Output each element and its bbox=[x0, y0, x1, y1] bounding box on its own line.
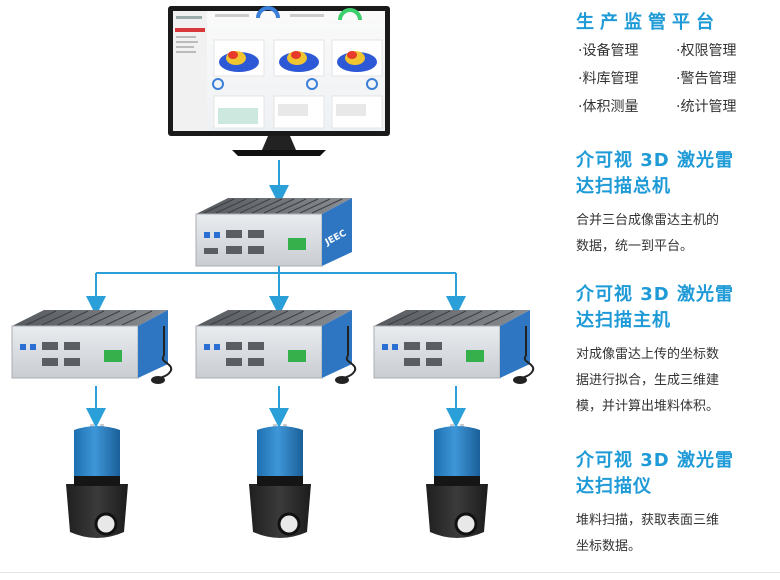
distribution-lines bbox=[86, 266, 466, 316]
scanner-host-1 bbox=[11, 310, 168, 379]
screen-sidebar-active bbox=[175, 28, 205, 32]
block-title-line: 介可视 3D 激光雷 bbox=[576, 450, 734, 471]
block-description: 对成像雷达上传的坐标数 据进行拟合，生成三维建 模，并计算出堆料体积。 bbox=[576, 347, 720, 414]
block-description: 堆料扫描，获取表面三维 坐标数据。 bbox=[576, 513, 720, 554]
block-title-line: 达扫描总机 bbox=[576, 176, 671, 197]
screen-card-3 bbox=[331, 39, 383, 90]
feature-inventory-management: ·料库管理 bbox=[578, 71, 639, 87]
block-scanner: 介可视 3D 激光雷 达扫描仪 堆料扫描，获取表面三维 坐标数据。 bbox=[576, 448, 776, 560]
screen-card-2 bbox=[273, 39, 325, 90]
block-master-host: 介可视 3D 激光雷 达扫描总机 合并三台成像雷达主机的 数据，统一到平台。 bbox=[576, 148, 776, 260]
feature-volume-measurement: ·体积测量 bbox=[578, 99, 639, 115]
description-panel: 生产监管平台 ·设备管理 ·权限管理 ·料库管理 ·警告管理 ·体积测量 ·统计… bbox=[576, 0, 776, 576]
monitor-base bbox=[232, 150, 326, 156]
scanner-host-2 bbox=[195, 310, 352, 379]
antenna-3 bbox=[513, 326, 535, 384]
block-title-line: 达扫描主机 bbox=[576, 310, 671, 331]
lidar-scanner-1 bbox=[66, 424, 128, 538]
host-to-lidar-arrows bbox=[86, 386, 466, 428]
block-title-line: 介可视 3D 激光雷 bbox=[576, 284, 734, 305]
lidar-scanner-3 bbox=[426, 424, 488, 538]
monitor-neck bbox=[262, 136, 296, 150]
monitor bbox=[168, 6, 390, 156]
platform-feature-list: ·设备管理 ·权限管理 ·料库管理 ·警告管理 ·体积测量 ·统计管理 bbox=[578, 42, 774, 116]
block-scanner-host: 介可视 3D 激光雷 达扫描主机 对成像雷达上传的坐标数 据进行拟合，生成三维建… bbox=[576, 282, 776, 420]
system-diagram: JEEC bbox=[11, 6, 535, 538]
block-title-line: 达扫描仪 bbox=[576, 476, 652, 497]
scanner-host-3 bbox=[373, 310, 530, 379]
bottom-divider bbox=[0, 572, 780, 573]
lidar-scanner-2 bbox=[249, 424, 311, 538]
diagram-canvas: JEEC bbox=[11, 6, 535, 538]
platform-title: 生产监管平台 bbox=[576, 12, 720, 33]
block-title-line: 介可视 3D 激光雷 bbox=[576, 150, 734, 171]
master-scanner-host: JEEC bbox=[195, 198, 352, 267]
antenna-1 bbox=[151, 326, 173, 384]
feature-permission-management: ·权限管理 bbox=[676, 43, 737, 59]
feature-device-management: ·设备管理 bbox=[578, 43, 639, 59]
screen-card-1 bbox=[212, 39, 265, 90]
antenna-2 bbox=[335, 326, 357, 384]
feature-statistics-management: ·统计管理 bbox=[676, 99, 737, 115]
feature-alert-management: ·警告管理 bbox=[676, 71, 737, 87]
block-description: 合并三台成像雷达主机的 数据，统一到平台。 bbox=[576, 213, 720, 254]
